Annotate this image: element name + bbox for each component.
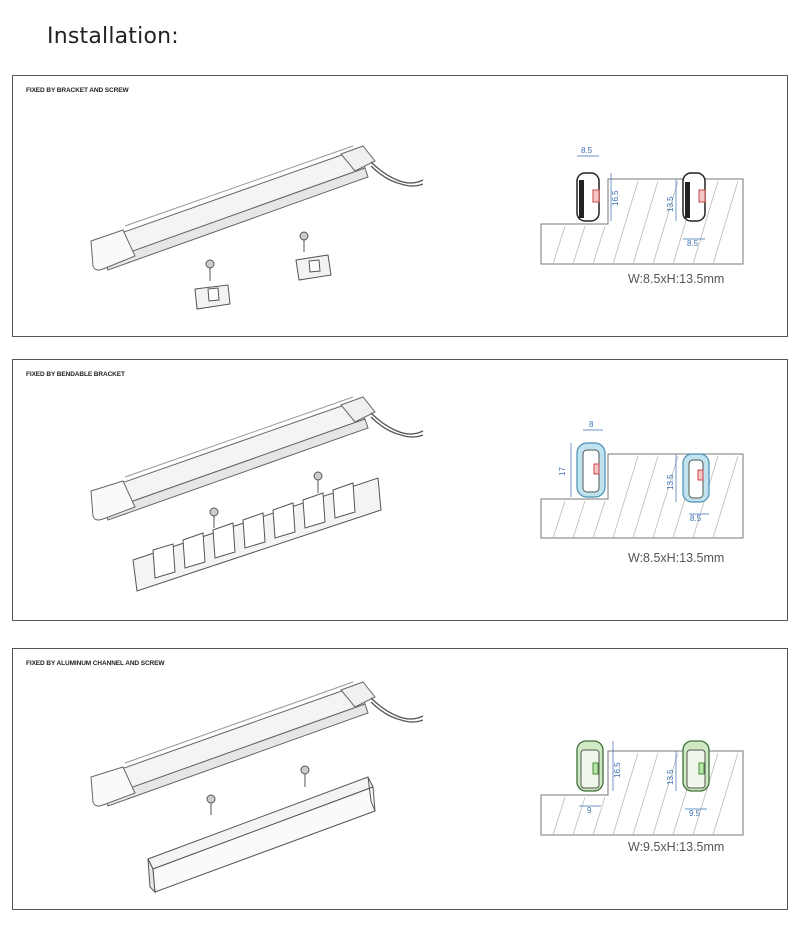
aluminum-channel-illustration: 9 16.5 13.5 9.5 [90, 681, 744, 894]
led-strip [90, 396, 424, 521]
panel-bracket-screw: FIXED BY BRACKET AND SCREW [12, 75, 788, 337]
bendable-bracket-illustration: 8 17 13.5 8.5 [90, 396, 744, 592]
cross-section-diagram [540, 740, 744, 836]
dimension-bottom-width-left: 9 [587, 806, 592, 815]
dimension-height-left: 17 [558, 467, 567, 476]
cross-section-diagram [540, 429, 744, 539]
screw-icon [205, 231, 309, 281]
led-strip [90, 145, 424, 271]
dimension-height-right: 13.5 [666, 196, 675, 212]
dimension-bottom-width-right: 9.5 [689, 809, 701, 818]
panel-aluminum-channel: FIXED BY ALUMINUM CHANNEL AND SCREW [12, 648, 788, 910]
led-strip [90, 681, 424, 807]
panel-label: FIXED BY BRACKET AND SCREW [26, 87, 129, 94]
spec-label: W:9.5xH:13.5mm [628, 840, 725, 854]
spec-label: W:8.5xH:13.5mm [628, 272, 725, 286]
dimension-height-right: 13.5 [666, 769, 675, 785]
dimension-height-left: 16.5 [611, 190, 620, 206]
panel-label: FIXED BY BENDABLE BRACKET [26, 371, 125, 378]
page-title: Installation: [47, 24, 179, 49]
dimension-top-width: 8 [589, 420, 594, 429]
bracket-icon [194, 254, 332, 310]
bracket-screw-illustration: 8.5 16.5 13.5 8.5 [90, 145, 744, 310]
dimension-top-width: 8.5 [581, 146, 593, 155]
dimension-height-left: 16.5 [613, 762, 622, 778]
panel-bendable-bracket: FIXED BY BENDABLE BRACKET [12, 359, 788, 621]
dimension-bottom-width: 8.5 [687, 239, 699, 248]
cross-section-diagram [540, 155, 744, 265]
screw-icon [206, 765, 310, 815]
aluminum-channel-icon [147, 776, 376, 894]
panel-label: FIXED BY ALUMINUM CHANNEL AND SCREW [26, 660, 165, 667]
dimension-bottom-width: 8.5 [690, 514, 702, 523]
spec-label: W:8.5xH:13.5mm [628, 551, 725, 565]
dimension-height-right: 13.5 [666, 474, 675, 490]
bendable-bracket-icon [132, 477, 382, 592]
screw-icon [209, 471, 323, 528]
